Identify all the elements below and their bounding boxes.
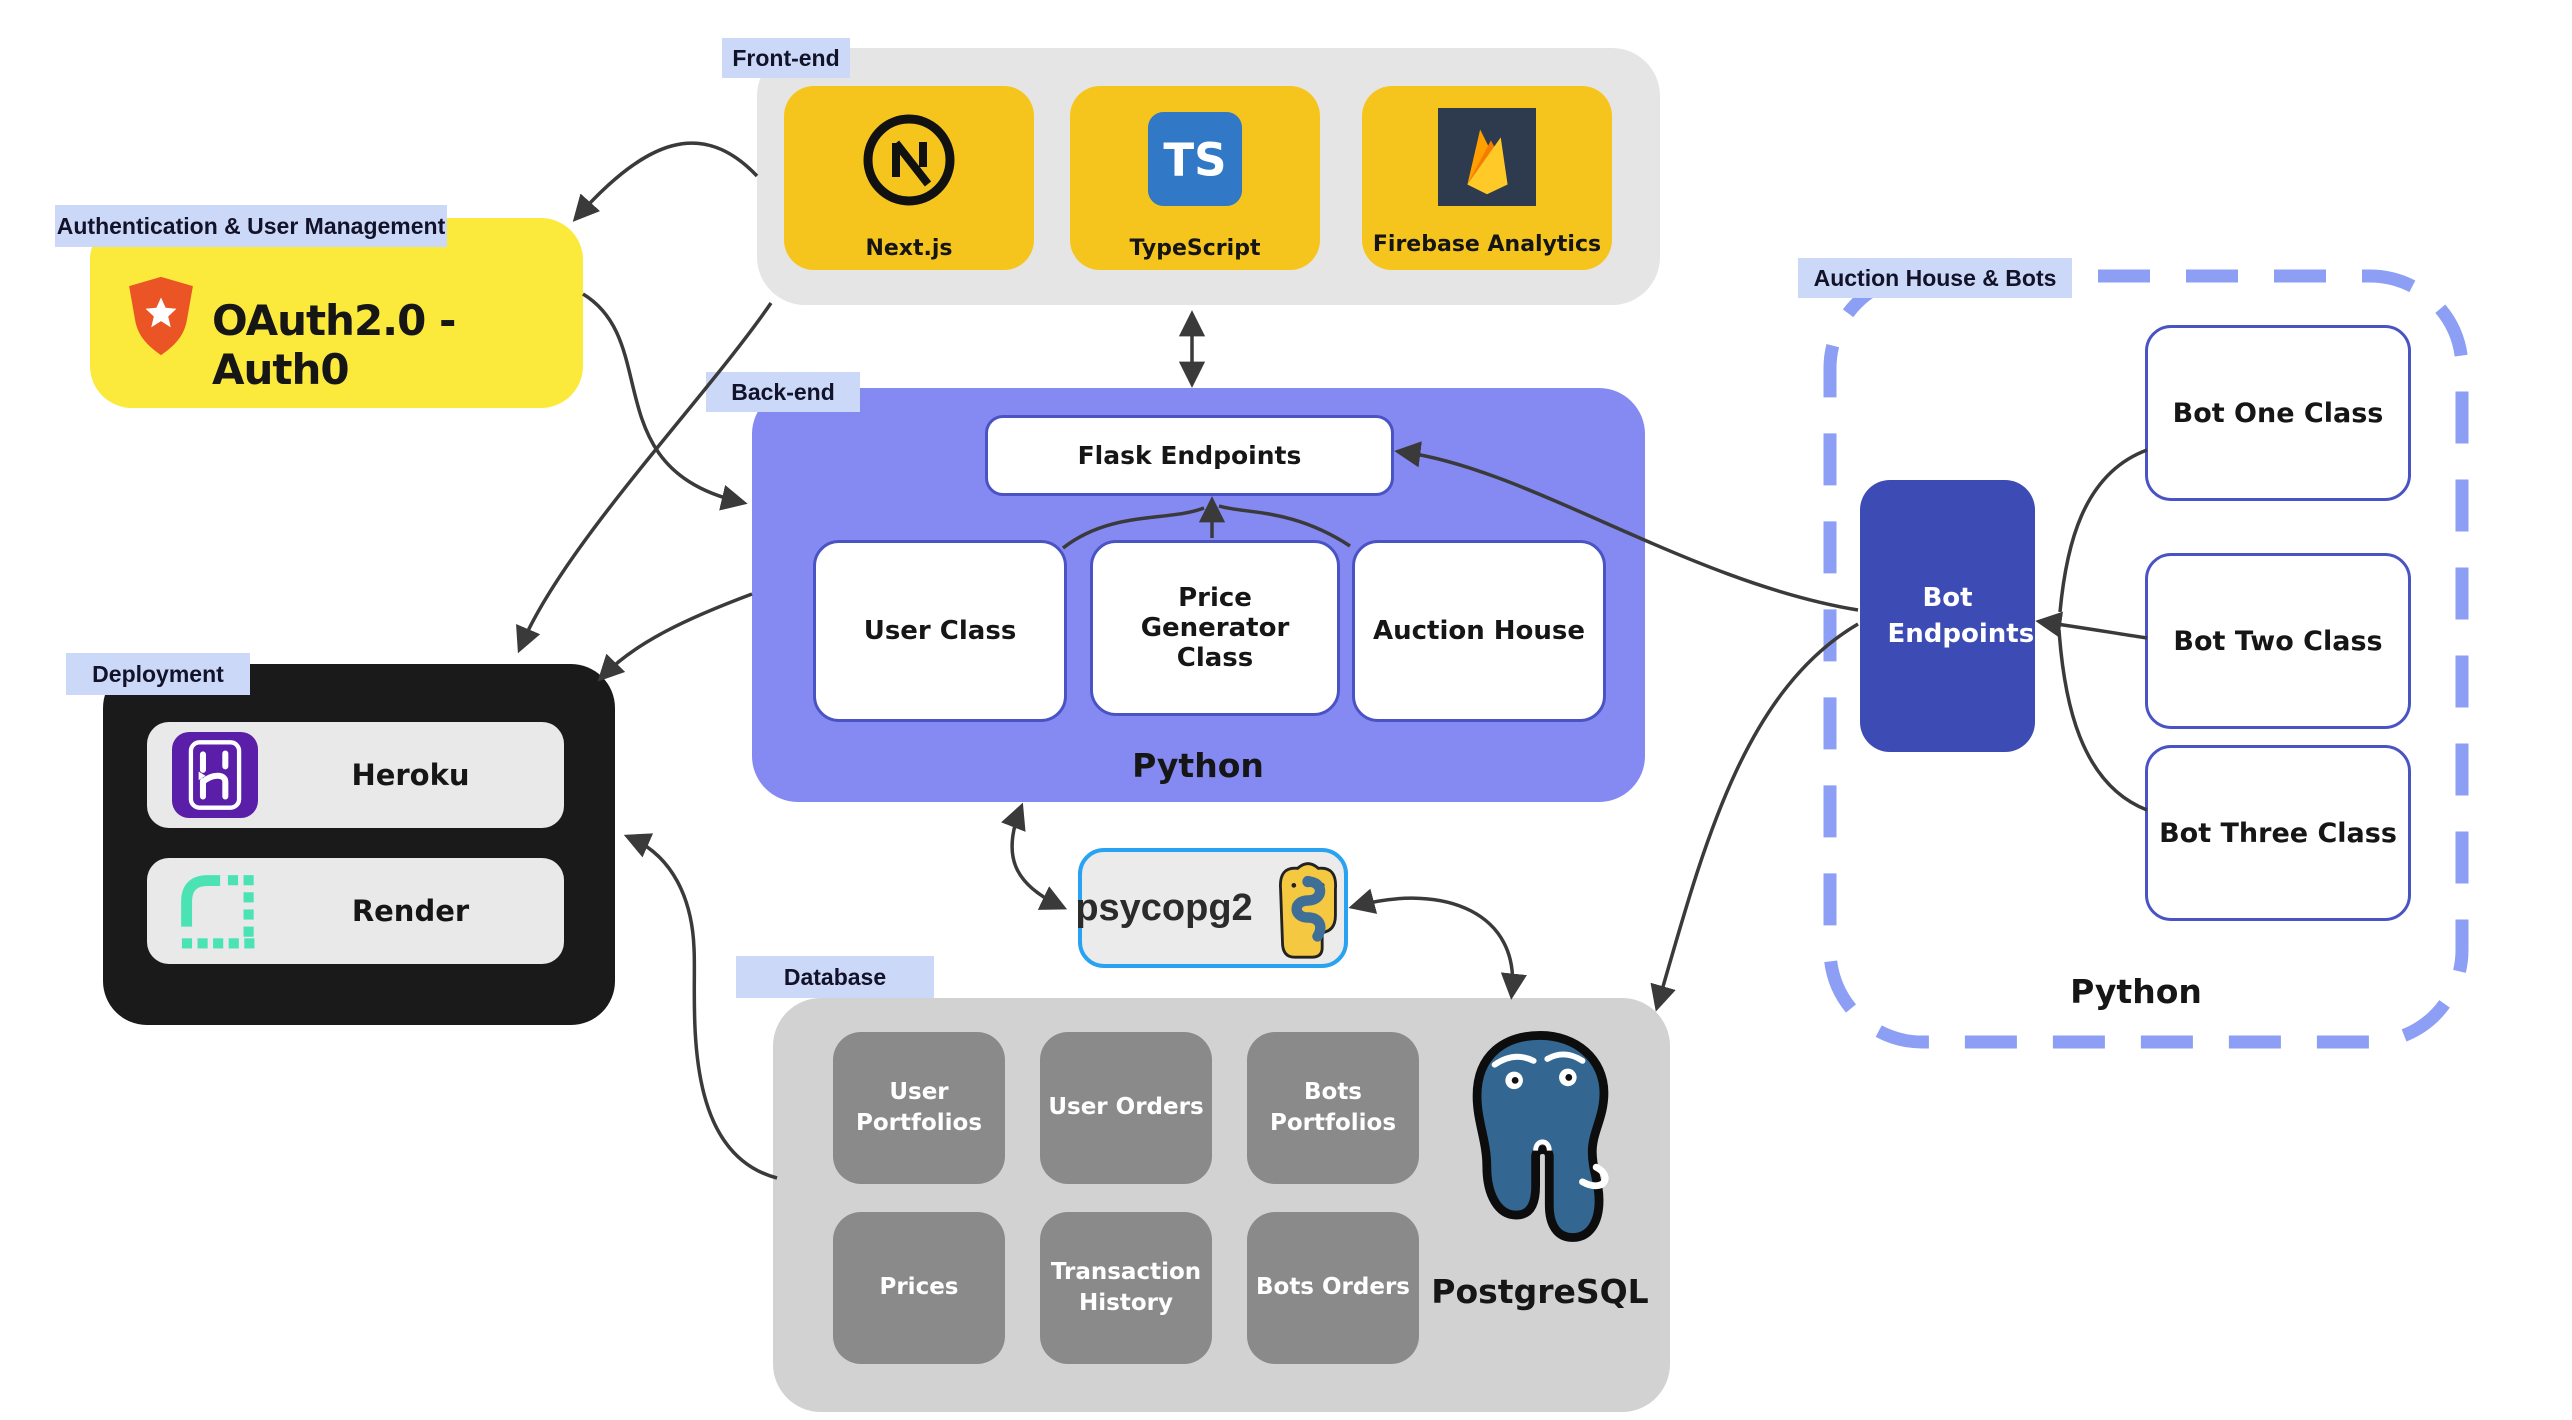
- heroku-icon: [172, 732, 258, 822]
- psycopg2-label: psycopg2: [1075, 886, 1253, 929]
- price-generator-class-label: Price Generator Class: [1140, 583, 1290, 673]
- psycopg2-node: psycopg2: [1075, 848, 1351, 968]
- db-table-prices: Prices: [833, 1212, 1005, 1364]
- frontend-tag: Front-end: [722, 38, 850, 78]
- render-row: Render: [147, 858, 564, 964]
- svg-text:TS: TS: [1163, 134, 1226, 187]
- firebase-card: Firebase Analytics: [1362, 86, 1612, 270]
- render-icon: [178, 872, 256, 954]
- price-generator-class-node: Price Generator Class: [1090, 540, 1340, 716]
- auth-label: OAuth2.0 - Auth0: [212, 296, 456, 394]
- deployment-tag-label: Deployment: [92, 660, 224, 687]
- bot-three-class-node: Bot Three Class: [2145, 745, 2411, 921]
- arrow-database-to-deployment: [623, 833, 778, 1180]
- typescript-icon: TS: [1146, 110, 1244, 212]
- arrow-backend-to-deployment: [597, 592, 753, 682]
- arrow-frontend-to-auth: [572, 141, 759, 222]
- firebase-label: Firebase Analytics: [1372, 232, 1602, 257]
- bot-one-class-label: Bot One Class: [2172, 397, 2384, 429]
- bots-tag: Auction House & Bots: [1798, 258, 2072, 298]
- database-tag-label: Database: [783, 963, 887, 990]
- flask-endpoints-label: Flask Endpoints: [1077, 441, 1302, 470]
- firebase-analytics-icon: [1438, 108, 1536, 210]
- arrow-psycopg2-database: [1348, 888, 1527, 1000]
- db-table-user-orders: User Orders: [1040, 1032, 1212, 1184]
- arrow-backend-psycopg2: [1001, 802, 1068, 910]
- nextjs-card: Next.js: [784, 86, 1034, 270]
- typescript-card: TS TypeScript: [1070, 86, 1320, 270]
- bots-language-label: Python: [2070, 972, 2202, 1011]
- db-table-transaction-history: Transaction History: [1040, 1212, 1212, 1364]
- arrow-bottwo-to-endpoints: [2035, 611, 2148, 640]
- heroku-row: Heroku: [147, 722, 564, 828]
- bot-three-class-label: Bot Three Class: [2159, 817, 2397, 849]
- typescript-label: TypeScript: [1129, 236, 1261, 261]
- deployment-panel: [103, 664, 615, 1025]
- postgresql-elephant-icon: [1438, 1022, 1643, 1254]
- nextjs-icon: [859, 110, 959, 214]
- heroku-label: Heroku: [351, 758, 470, 792]
- auction-house-label: Auction House: [1372, 616, 1586, 646]
- backend-language-label: Python: [1132, 746, 1264, 785]
- arrow-botendpoints-to-database: [1650, 622, 1859, 1012]
- db-table-bots-portfolios: Bots Portfolios: [1247, 1032, 1419, 1184]
- frontend-tag-label: Front-end: [732, 44, 840, 71]
- auth-tag: Authentication & User Management: [55, 205, 447, 247]
- auth-tag-label: Authentication & User Management: [56, 212, 446, 239]
- auth0-shield-icon: [125, 274, 197, 362]
- bot-endpoints-label: Bot Endpoints: [1887, 582, 2035, 649]
- user-class-node: User Class: [813, 540, 1067, 722]
- bot-one-class-node: Bot One Class: [2145, 325, 2411, 501]
- auction-house-node: Auction House: [1352, 540, 1606, 722]
- bot-endpoints-node: Bot Endpoints: [1860, 480, 2035, 752]
- db-table-bots-orders: Bots Orders: [1247, 1212, 1419, 1364]
- database-tag: Database: [736, 956, 934, 998]
- psycopg2-elephant-icon: [1265, 857, 1351, 965]
- db-table-user-portfolios: User Portfolios: [833, 1032, 1005, 1184]
- render-label: Render: [351, 894, 470, 928]
- arrow-botthree-to-endpoints: [2057, 629, 2148, 812]
- flask-endpoints-node: Flask Endpoints: [985, 415, 1394, 496]
- backend-tag-label: Back-end: [731, 378, 835, 405]
- postgresql-label: PostgreSQL: [1431, 1272, 1649, 1311]
- bot-two-class-label: Bot Two Class: [2173, 625, 2383, 657]
- user-class-label: User Class: [863, 616, 1017, 646]
- deployment-tag: Deployment: [66, 653, 250, 695]
- nextjs-label: Next.js: [865, 236, 953, 261]
- bot-two-class-node: Bot Two Class: [2145, 553, 2411, 729]
- backend-tag: Back-end: [706, 372, 860, 412]
- arrow-botone-to-endpoints: [2058, 448, 2148, 613]
- bots-tag-label: Auction House & Bots: [1813, 264, 2057, 291]
